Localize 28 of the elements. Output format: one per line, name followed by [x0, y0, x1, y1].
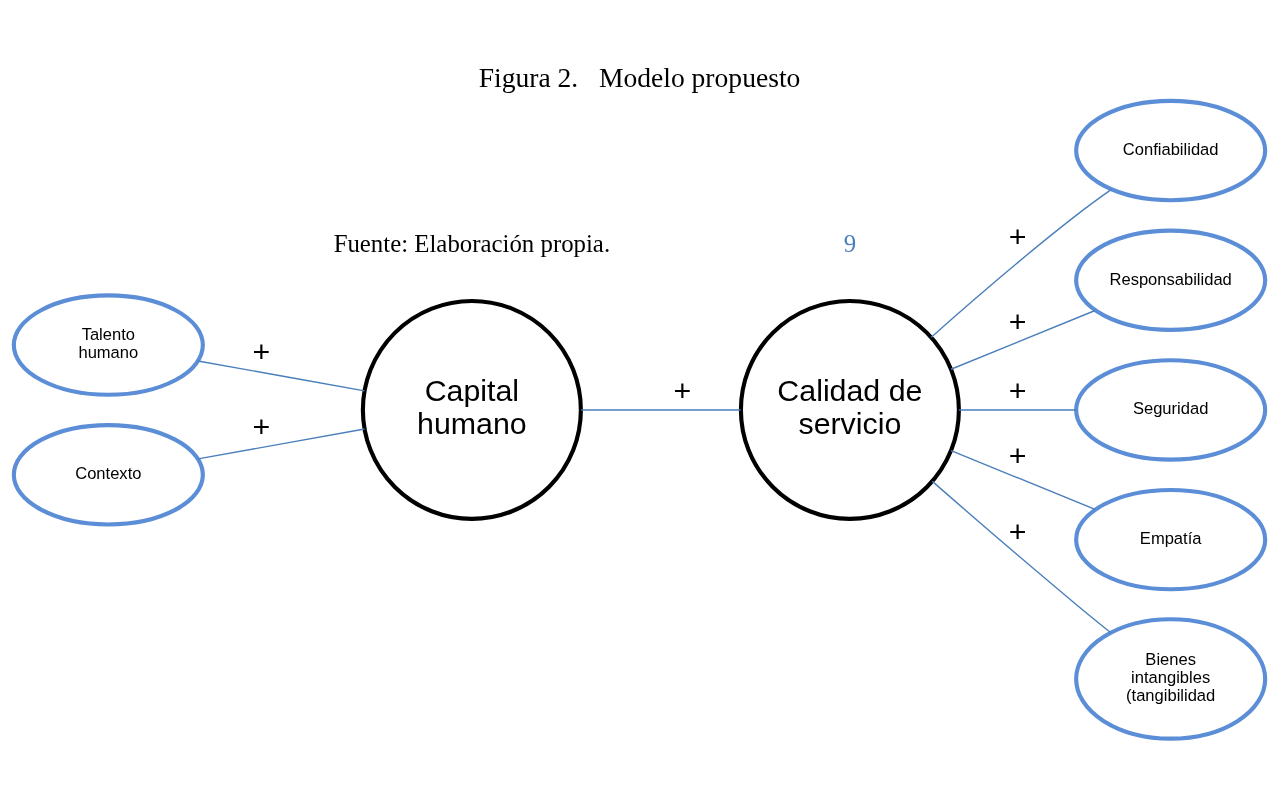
- connector: [930, 188, 1113, 338]
- edge-label: +: [252, 335, 271, 369]
- connector: [950, 449, 1096, 511]
- edge-label: +: [1008, 514, 1027, 548]
- node-ellipse: Talento humano: [11, 293, 205, 397]
- node-circle: Capital humano: [360, 298, 583, 521]
- connector: [197, 360, 366, 392]
- edge-label: +: [1008, 438, 1027, 472]
- connector: [197, 428, 366, 460]
- node-circle: Calidad de servicio: [738, 298, 961, 521]
- connector: [950, 309, 1096, 370]
- connector: [580, 409, 742, 411]
- diagram-title: Figura 2. Modelo propuesto: [478, 62, 801, 94]
- edge-label: +: [252, 409, 271, 443]
- node-ellipse: Seguridad: [1074, 358, 1268, 462]
- connector: [931, 480, 1112, 634]
- node-ellipse: Confiabilidad: [1074, 98, 1268, 203]
- connector: [958, 409, 1077, 411]
- label: 9: [843, 229, 857, 257]
- node-ellipse: Empatía: [1074, 487, 1268, 592]
- node-ellipse: Bienes intangibles (tangibilidad: [1074, 617, 1268, 741]
- node-ellipse: Contexto: [11, 423, 205, 527]
- label: Fuente: Elaboración propia.: [333, 229, 611, 257]
- node-ellipse: Responsabilidad: [1074, 228, 1268, 332]
- edge-label: +: [1008, 305, 1027, 339]
- edge-label: +: [1008, 219, 1027, 253]
- edge-label: +: [1008, 374, 1027, 408]
- edge-label: +: [673, 374, 692, 408]
